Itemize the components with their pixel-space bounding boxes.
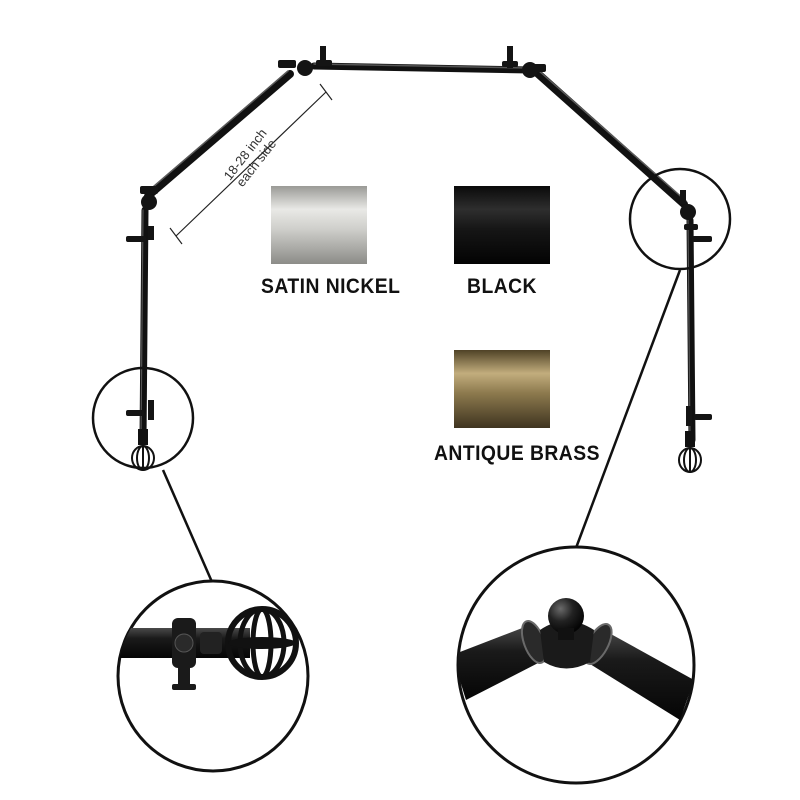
satin-nickel-label: SATIN NICKEL xyxy=(261,275,401,298)
satin-nickel-swatch xyxy=(271,186,367,264)
cage-finial-icon xyxy=(131,429,702,473)
rod-brackets xyxy=(126,46,712,426)
black-swatch xyxy=(454,186,550,264)
elbow-connector-icon xyxy=(456,545,696,785)
antique-brass-label: ANTIQUE BRASS xyxy=(434,442,600,465)
callout-markers xyxy=(91,167,732,583)
dimension-indicator xyxy=(169,83,333,245)
rod-frame xyxy=(139,62,696,444)
finial-detail xyxy=(116,579,310,773)
black-label: BLACK xyxy=(467,275,537,298)
antique-brass-swatch xyxy=(454,350,550,428)
